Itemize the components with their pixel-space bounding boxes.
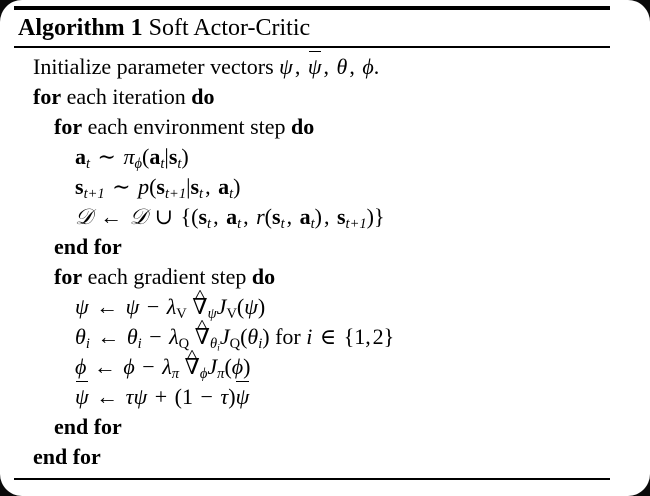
algorithm-line-for-env-step: for each environment step do xyxy=(14,112,610,142)
algorithm-title-name: Soft Actor-Critic xyxy=(148,15,311,41)
algorithm-line-sample-next-state: st+1 ∼ p(st+1|st, at) xyxy=(75,174,241,203)
algorithm-top-rule xyxy=(14,6,610,10)
algorithm-body: Initialize parameter vectors ψ, ψ, θ, ϕ.… xyxy=(14,48,610,478)
initialize-text: Initialize parameter vectors xyxy=(33,54,274,79)
algorithm-line-update-target-psi: ψ ← τψ + (1 − τ)ψ xyxy=(14,380,610,412)
for-env-step-text: each environment step xyxy=(87,114,286,139)
algorithm-line-end-for-iteration: end for xyxy=(14,442,610,472)
for-iteration-text: each iteration xyxy=(66,84,186,109)
initialize-period: . xyxy=(373,54,380,79)
keyword-do: do xyxy=(191,84,215,109)
algorithm-line-initialize: Initialize parameter vectors ψ, ψ, θ, ϕ. xyxy=(14,50,610,82)
algorithm-title-rule xyxy=(14,46,610,48)
algorithm-title: Algorithm 1 Soft Actor-Critic xyxy=(14,10,610,46)
keyword-do: do xyxy=(291,114,315,139)
algorithm-line-update-theta: θi ← θi − λQ ∇θiJQ(θi) for i ∈ {1, 2} xyxy=(14,322,610,353)
corner-mask-bottom-right xyxy=(606,452,650,496)
algorithm-bottom-rule xyxy=(14,478,610,480)
for-i-text: for xyxy=(275,324,301,349)
algorithm-line-update-psi: ψ ← ψ − λV ∇ψJV(ψ) xyxy=(14,292,610,322)
algorithm-line-for-gradient-step: for each gradient step do xyxy=(14,262,610,292)
keyword-end-for: end for xyxy=(54,414,122,439)
initialize-symbols: ψ, ψ, θ, ϕ xyxy=(279,50,374,79)
keyword-end-for: end for xyxy=(54,234,122,259)
keyword-for: for xyxy=(33,84,62,109)
corner-mask-top-right xyxy=(606,0,650,44)
keyword-end-for: end for xyxy=(33,444,101,469)
algorithm-block: Algorithm 1 Soft Actor-Critic Initialize… xyxy=(14,6,610,480)
keyword-for: for xyxy=(54,114,83,139)
for-gradient-step-text: each gradient step xyxy=(87,264,247,289)
algorithm-line-for-iteration: for each iteration do xyxy=(14,82,610,112)
keyword-do: do xyxy=(251,264,276,289)
algorithm-line-end-for-env: end for xyxy=(14,232,610,262)
keyword-for: for xyxy=(54,264,83,289)
algorithm-line-sample-action: at ∼ πϕ(at|st) xyxy=(75,144,189,173)
algorithm-line-end-for-gradient: end for xyxy=(14,412,610,442)
algorithm-number-label: Algorithm 1 xyxy=(18,15,143,41)
algorithm-line-store-transition: 𝒟 ← 𝒟 ∪ {(st, at, r(st, at), st+1)} xyxy=(75,204,385,233)
algorithm-line-update-phi: ϕ ← ϕ − λπ ∇ϕJπ(ϕ) xyxy=(14,352,610,382)
